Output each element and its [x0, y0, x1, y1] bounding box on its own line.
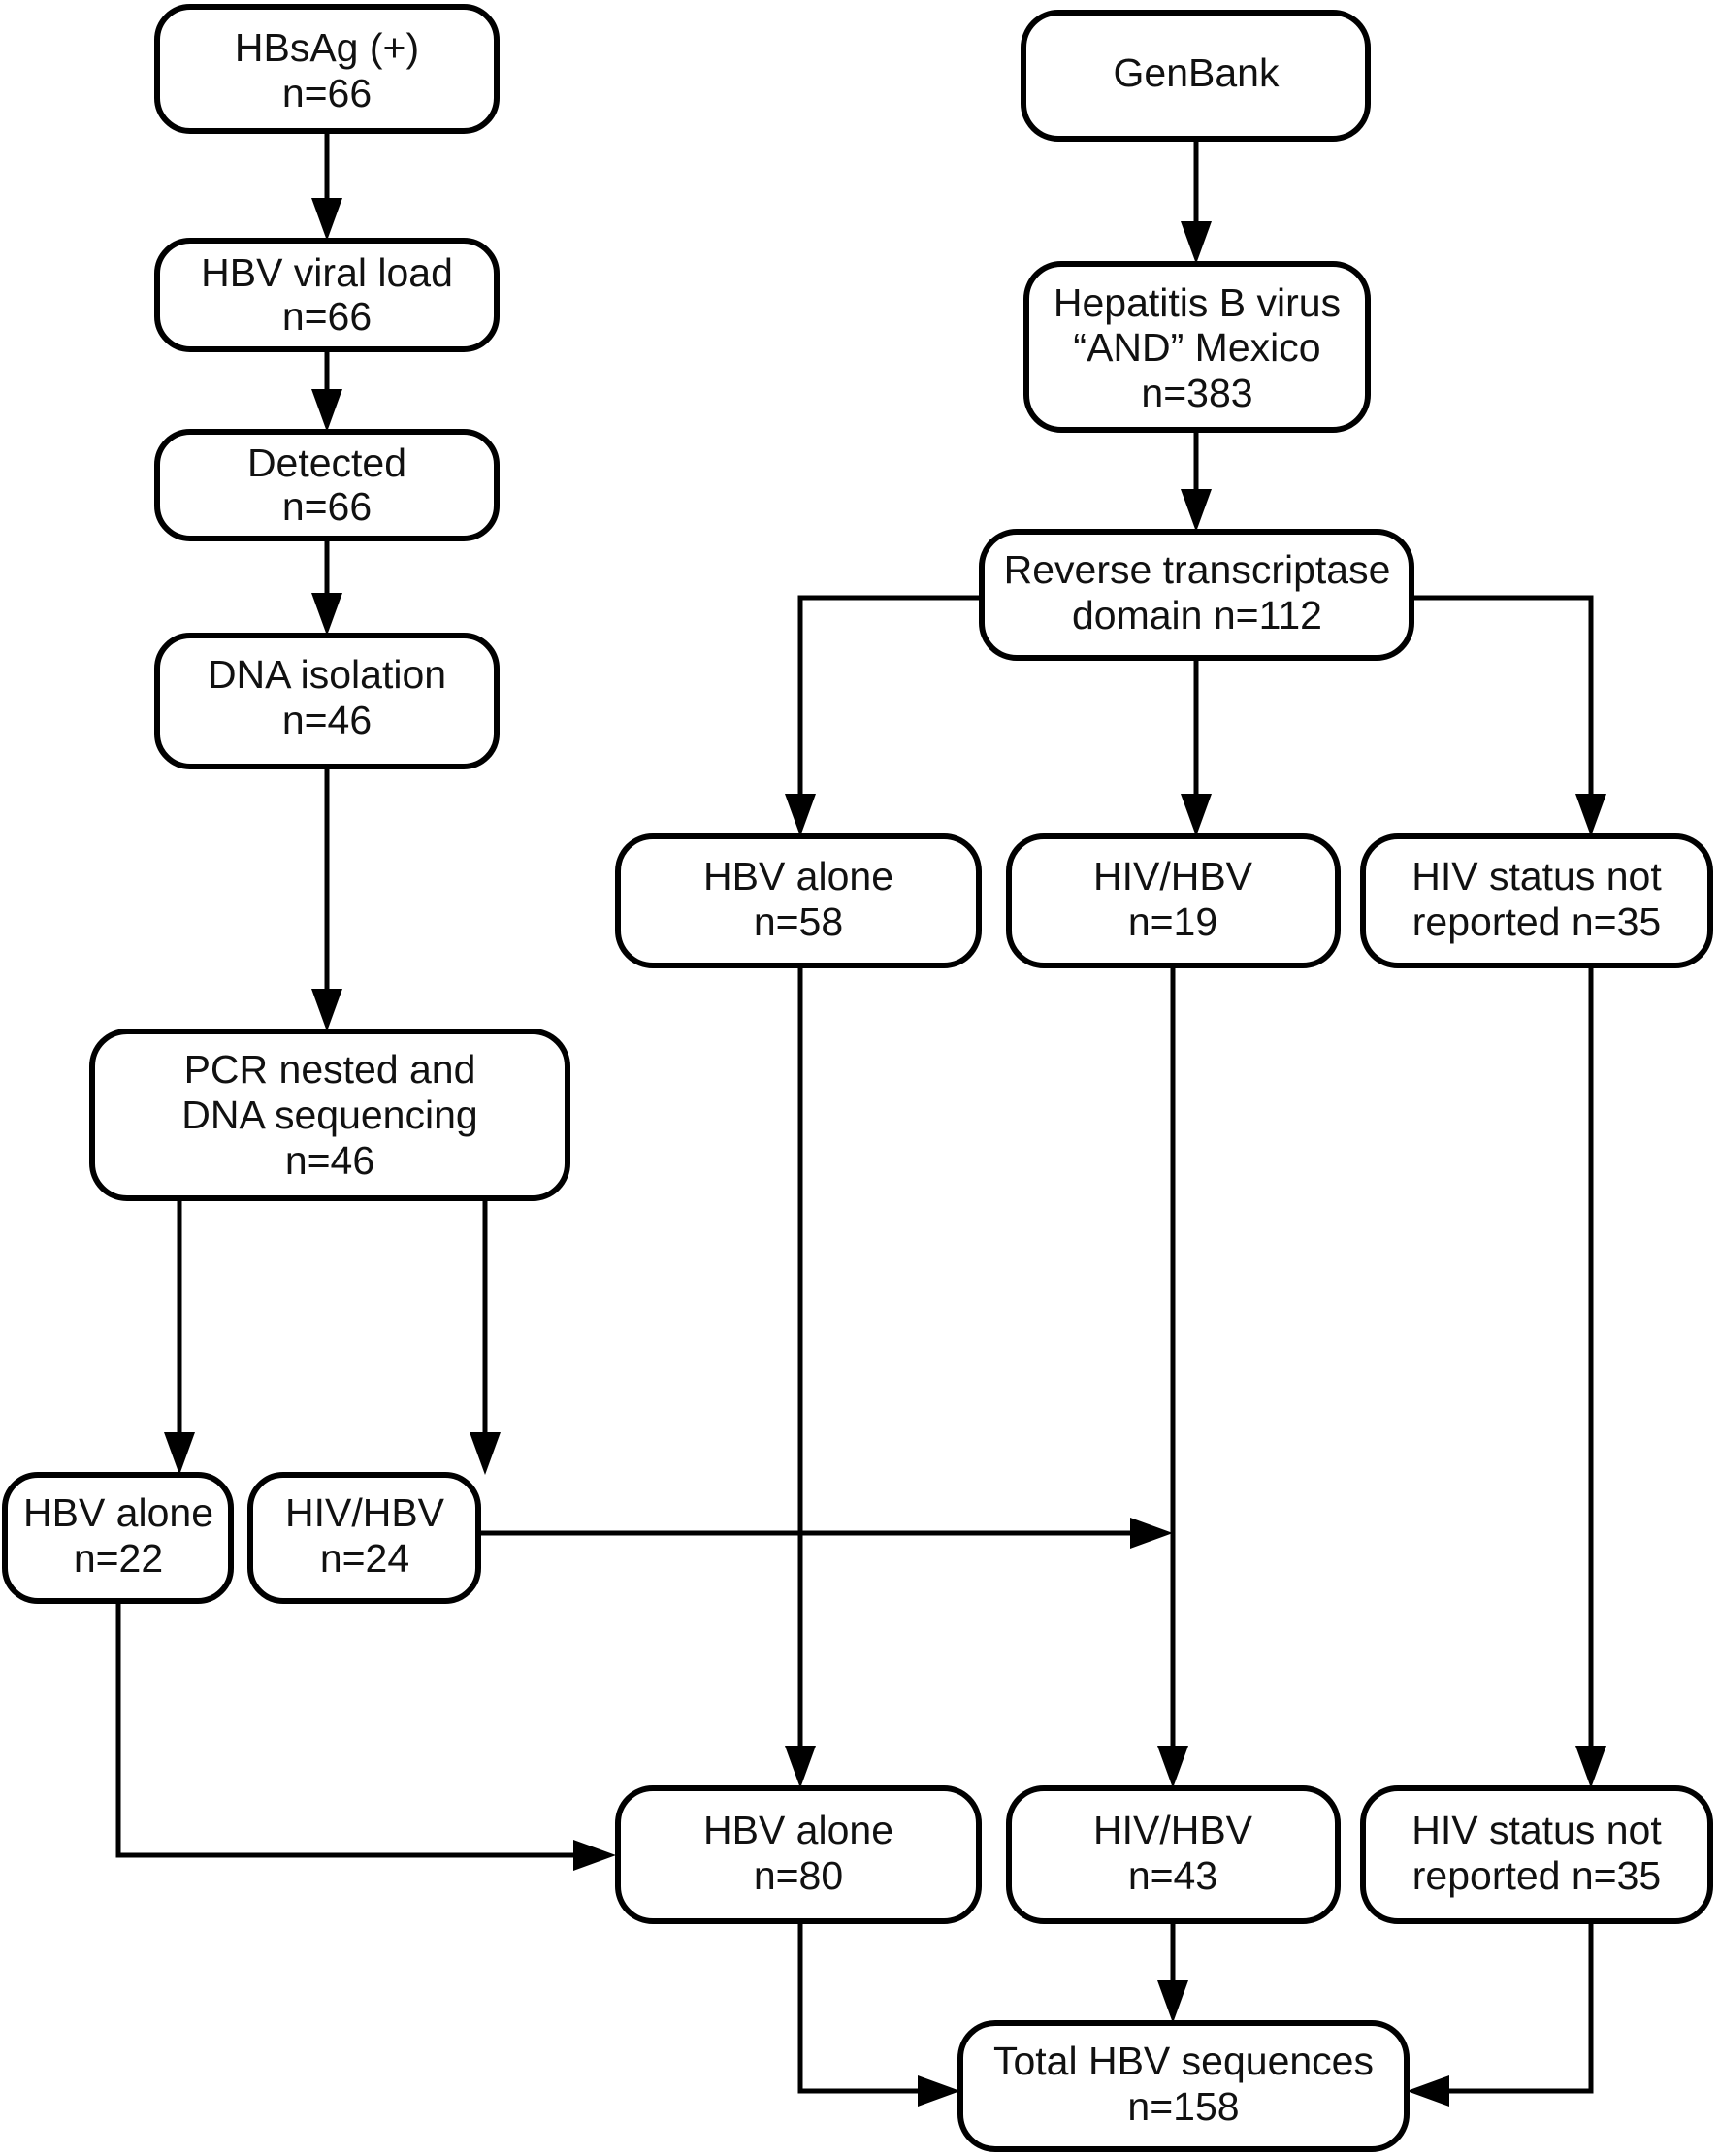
node-detected-line1: Detected [247, 441, 406, 485]
node-gb-hiv-hbv-line2: n=19 [1128, 899, 1217, 944]
node-total-hbv-alone-shape[interactable] [615, 1785, 982, 1924]
edge-dna-isolation-to-pcr [311, 767, 342, 1031]
node-detected[interactable]: Detected n=66 [154, 429, 500, 541]
node-genbank-query-line3: n=383 [1141, 371, 1252, 415]
node-gb-hbv-alone-line1: HBV alone [703, 854, 893, 898]
node-dna-isolation-line2: n=46 [282, 698, 372, 742]
node-genbank-line1: GenBank [1114, 50, 1280, 95]
node-pcr-sequencing-line1: PCR nested and [184, 1047, 476, 1092]
node-rt-domain-line2: domain n=112 [1072, 593, 1322, 637]
edge-hbv22-to-hbv80 [115, 1601, 616, 1871]
edge-hiv43-to-total [1157, 1921, 1188, 2023]
edge-pcr-to-hiv-hbv-24 [470, 1198, 501, 1475]
edge-rt-to-hiv19 [1181, 658, 1212, 836]
node-rt-domain-line1: Reverse transcriptase [1004, 547, 1391, 592]
node-total-hbv-alone-line2: n=80 [754, 1853, 843, 1898]
node-left-hbv-alone-line1: HBV alone [23, 1490, 213, 1535]
node-pcr-sequencing-line2: DNA sequencing [181, 1093, 477, 1137]
edge-pcr-to-hbv-alone-22 [164, 1198, 195, 1475]
node-left-hiv-hbv-line1: HIV/HBV [285, 1490, 445, 1535]
node-genbank[interactable]: GenBank [1021, 10, 1371, 142]
node-hbsag-shape[interactable] [154, 4, 500, 134]
node-detected-line2: n=66 [282, 484, 372, 529]
node-gb-hiv-hbv[interactable]: HIV/HBV n=19 [1006, 833, 1341, 968]
edge-viral-load-to-detected [311, 349, 342, 432]
node-genbank-query-line1: Hepatitis B virus [1054, 280, 1341, 325]
node-genbank-query[interactable]: Hepatitis B virus “AND” Mexico n=383 [1023, 261, 1371, 433]
node-left-hbv-alone-line2: n=22 [74, 1536, 163, 1581]
edge-query-to-rt-domain [1181, 430, 1212, 532]
node-left-hiv-hbv[interactable]: HIV/HBV n=24 [247, 1472, 481, 1604]
node-left-hiv-hbv-shape[interactable] [247, 1472, 481, 1604]
node-genbank-query-shape[interactable] [1023, 261, 1371, 433]
node-gb-not-reported-line2: reported n=35 [1412, 899, 1661, 944]
node-genbank-query-line2: “AND” Mexico [1073, 325, 1320, 370]
edge-detected-to-dna-isolation [311, 539, 342, 636]
node-total-hbv-sequences-shape[interactable] [957, 2020, 1410, 2152]
node-left-hiv-hbv-line2: n=24 [320, 1536, 409, 1581]
node-total-hbv-sequences-line1: Total HBV sequences [993, 2039, 1374, 2083]
node-left-hbv-alone[interactable]: HBV alone n=22 [2, 1472, 234, 1604]
node-hbsag-line1: HBsAg (+) [235, 25, 419, 70]
node-total-hbv-alone-line1: HBV alone [703, 1808, 893, 1852]
node-pcr-sequencing-line3: n=46 [285, 1138, 374, 1183]
node-viral-load-line2: n=66 [282, 294, 372, 339]
node-gb-not-reported-line1: HIV status not [1411, 854, 1662, 898]
node-total-not-reported-line2: reported n=35 [1412, 1853, 1661, 1898]
node-total-hbv-alone[interactable]: HBV alone n=80 [615, 1785, 982, 1924]
node-pcr-sequencing-shape[interactable] [89, 1029, 570, 1201]
node-gb-not-reported[interactable]: HIV status not reported n=35 [1360, 833, 1713, 968]
node-viral-load-line1: HBV viral load [201, 250, 453, 295]
node-dna-isolation-shape[interactable] [154, 633, 500, 769]
node-total-hbv-sequences-line2: n=158 [1127, 2084, 1239, 2129]
node-total-hbv-sequences[interactable]: Total HBV sequences n=158 [957, 2020, 1410, 2152]
edge-layer [115, 131, 1606, 2107]
node-rt-domain-shape[interactable] [979, 529, 1414, 661]
node-rt-domain[interactable]: Reverse transcriptase domain n=112 [979, 529, 1414, 661]
node-dna-isolation[interactable]: DNA isolation n=46 [154, 633, 500, 769]
node-dna-isolation-line1: DNA isolation [208, 652, 446, 697]
node-total-not-reported-shape[interactable] [1360, 1785, 1713, 1924]
node-left-hbv-alone-shape[interactable] [2, 1472, 234, 1604]
node-gb-hbv-alone-line2: n=58 [754, 899, 843, 944]
edge-genbank-to-query [1181, 139, 1212, 264]
node-total-hiv-hbv-line1: HIV/HBV [1093, 1808, 1253, 1852]
edge-hiv24-to-hiv43 [478, 1518, 1173, 1549]
edge-notreported35-to-notreported35 [1575, 965, 1606, 1788]
node-hbsag-line2: n=66 [282, 71, 372, 115]
node-gb-not-reported-shape[interactable] [1360, 833, 1713, 968]
node-detected-shape[interactable] [154, 429, 500, 541]
node-gb-hbv-alone[interactable]: HBV alone n=58 [615, 833, 982, 968]
node-total-not-reported-line1: HIV status not [1411, 1808, 1662, 1852]
edge-hbv58-to-hbv80 [785, 965, 816, 1788]
node-gb-hbv-alone-shape[interactable] [615, 833, 982, 968]
node-total-hiv-hbv[interactable]: HIV/HBV n=43 [1006, 1785, 1341, 1924]
node-genbank-shape[interactable] [1021, 10, 1371, 142]
node-gb-hiv-hbv-shape[interactable] [1006, 833, 1341, 968]
node-viral-load-shape[interactable] [154, 238, 500, 352]
node-gb-hiv-hbv-line1: HIV/HBV [1093, 854, 1253, 898]
node-total-hiv-hbv-shape[interactable] [1006, 1785, 1341, 1924]
edge-notreported-to-total [1407, 1921, 1594, 2107]
edge-hiv19-to-hiv43 [1157, 965, 1188, 1788]
node-total-hiv-hbv-line2: n=43 [1128, 1853, 1217, 1898]
edge-hbsag-to-viral-load [311, 131, 342, 241]
edge-rt-to-notreported35 [1411, 595, 1606, 836]
node-viral-load[interactable]: HBV viral load n=66 [154, 238, 500, 352]
edge-hbv80-to-total [797, 1921, 960, 2107]
node-pcr-sequencing[interactable]: PCR nested and DNA sequencing n=46 [89, 1029, 570, 1201]
edge-rt-to-hbv58 [785, 595, 982, 836]
node-hbsag[interactable]: HBsAg (+) n=66 [154, 4, 500, 134]
node-total-not-reported[interactable]: HIV status not reported n=35 [1360, 1785, 1713, 1924]
